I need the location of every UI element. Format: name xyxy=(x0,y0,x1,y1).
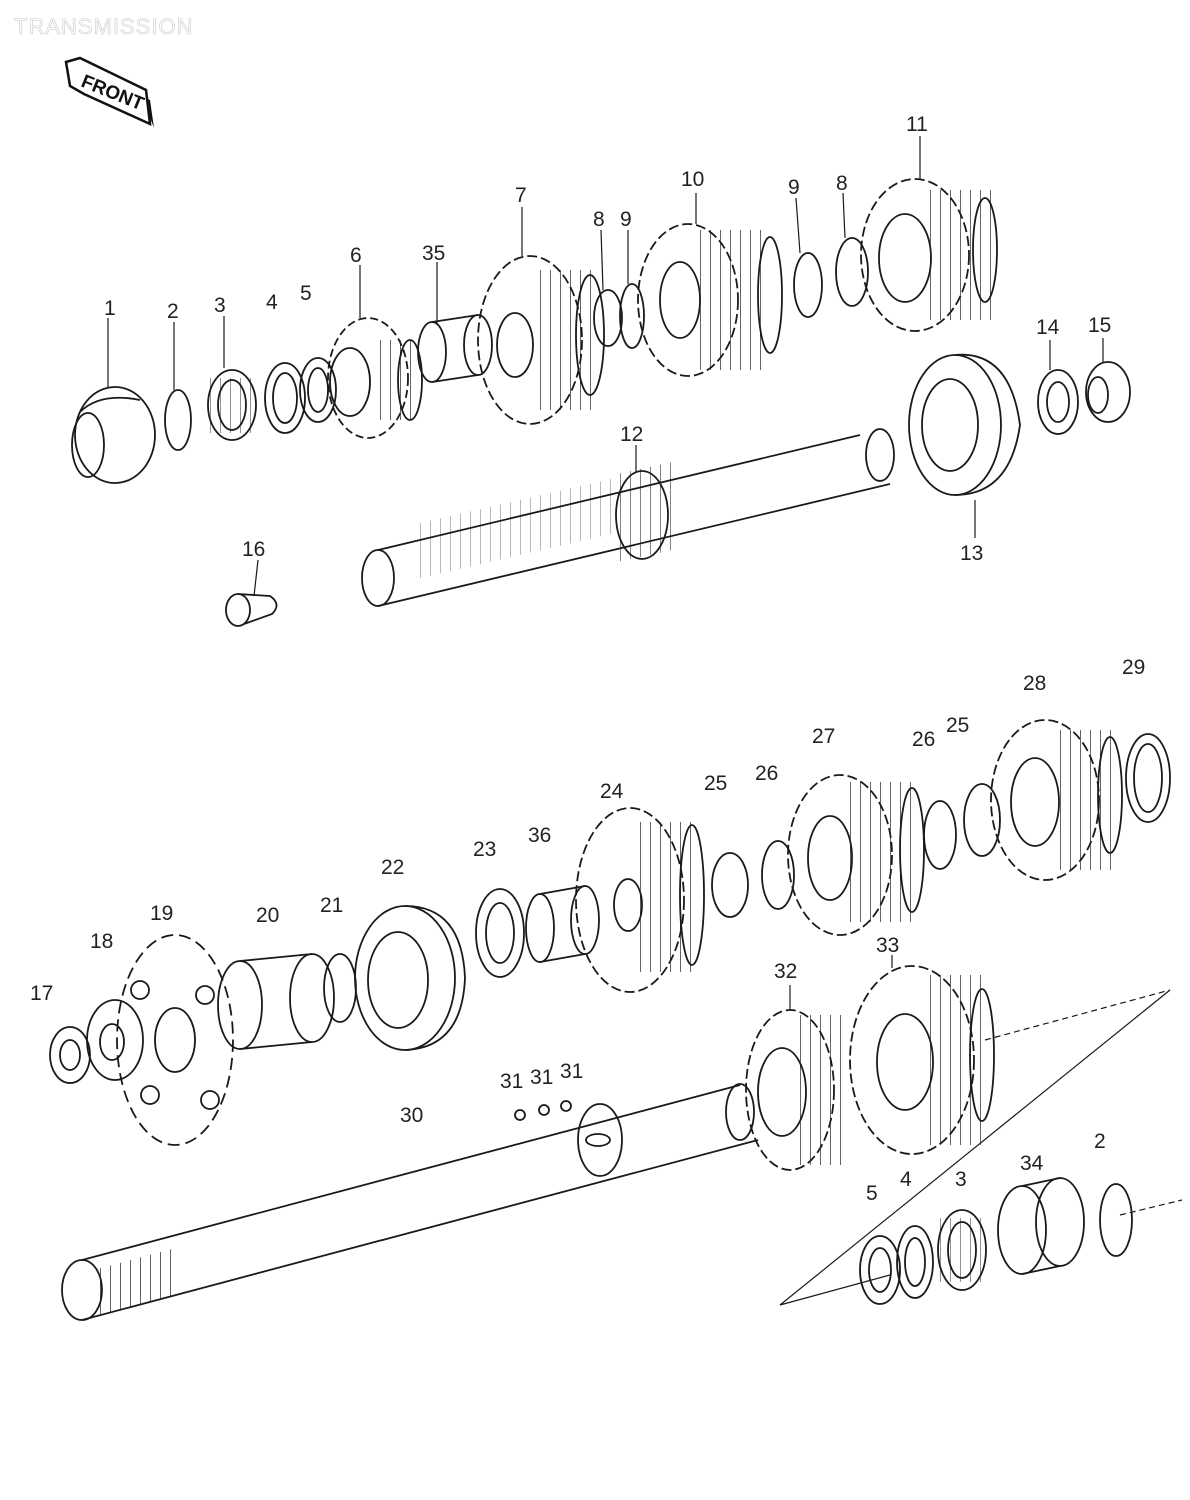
part-15-oil-seal xyxy=(1085,361,1131,423)
callout-5: 5 xyxy=(300,282,312,305)
callout-12: 12 xyxy=(620,423,643,446)
part-23-washer xyxy=(475,888,525,978)
part-2-circlip-b xyxy=(1099,1183,1133,1257)
callout-31c: 31 xyxy=(560,1060,583,1083)
part-10-gear xyxy=(637,223,783,377)
callout-35: 35 xyxy=(422,242,445,265)
callout-13: 13 xyxy=(960,542,983,565)
part-9-clip xyxy=(619,283,645,349)
callout-9: 9 xyxy=(620,208,632,231)
callout-30: 30 xyxy=(400,1104,423,1127)
callout-14: 14 xyxy=(1036,316,1060,339)
part-36-bushing xyxy=(525,885,600,963)
part-5-washer-b xyxy=(859,1235,901,1305)
callout-9b: 9 xyxy=(788,176,800,199)
inset-lines xyxy=(779,989,1183,1306)
callout-34: 34 xyxy=(1020,1152,1044,1175)
part-34-bearing-cup xyxy=(997,1177,1085,1275)
part-25-washer xyxy=(711,852,749,918)
callout-4: 4 xyxy=(266,291,278,314)
part-6-gear xyxy=(327,317,423,439)
part-8-washer-b xyxy=(835,237,869,307)
part-32-gear xyxy=(745,1009,848,1171)
callout-25b: 25 xyxy=(946,714,969,737)
part-16-plug xyxy=(225,593,278,627)
part-31-balls xyxy=(514,1100,572,1121)
part-14-washer xyxy=(1037,369,1079,435)
diagram-title: TRANSMISSION xyxy=(14,14,194,40)
part-29-ring xyxy=(1125,733,1171,823)
part-20-collar xyxy=(217,953,335,1050)
callout-10: 10 xyxy=(681,168,704,191)
part-12-input-shaft xyxy=(361,428,895,607)
part-13-ball-bearing xyxy=(908,353,1021,496)
part-17-nut xyxy=(49,1026,91,1084)
callout-8: 8 xyxy=(593,208,605,231)
part-4-washer-b xyxy=(896,1225,934,1299)
part-11-gear xyxy=(860,178,998,332)
part-4-washer xyxy=(264,362,306,434)
callout-31a: 31 xyxy=(500,1070,523,1093)
part-26-clip-b xyxy=(923,800,957,870)
callout-29: 29 xyxy=(1122,656,1145,679)
callout-19: 19 xyxy=(150,902,173,925)
callout-8b: 8 xyxy=(836,172,848,195)
callout-33: 33 xyxy=(876,934,899,957)
part-18-washer xyxy=(86,999,144,1081)
callout-2b: 2 xyxy=(1094,1130,1106,1153)
callout-21: 21 xyxy=(320,894,343,917)
part-35-bushing xyxy=(417,314,493,383)
callout-5b: 5 xyxy=(866,1182,878,1205)
callout-15: 15 xyxy=(1088,314,1111,337)
part-21-o-ring xyxy=(323,953,357,1023)
callout-27: 27 xyxy=(812,725,835,748)
callout-3b: 3 xyxy=(955,1168,967,1191)
part-3-needle-bearing-b xyxy=(937,1209,987,1291)
part-33-gear xyxy=(849,965,995,1155)
part-7-gear xyxy=(477,255,605,425)
callout-17: 17 xyxy=(30,982,53,1005)
callout-22: 22 xyxy=(381,856,404,879)
callout-26: 26 xyxy=(755,762,778,785)
part-27-gear xyxy=(787,774,925,936)
part-1-bearing-cup xyxy=(71,386,156,484)
callout-20: 20 xyxy=(256,904,279,927)
leader-lines xyxy=(107,136,1104,1010)
part-19-sprocket xyxy=(116,934,234,1146)
part-24-gear xyxy=(575,807,705,993)
callout-1: 1 xyxy=(104,297,116,320)
part-25-washer-b xyxy=(963,783,1001,857)
callout-4b: 4 xyxy=(900,1168,912,1191)
callout-18: 18 xyxy=(90,930,113,953)
callout-2: 2 xyxy=(167,300,179,323)
part-3-needle-bearing xyxy=(207,369,257,441)
callout-7: 7 xyxy=(515,184,527,207)
part-22-ball-bearing xyxy=(354,905,466,1051)
callout-6: 6 xyxy=(350,244,362,267)
callout-16: 16 xyxy=(242,538,265,561)
callout-24: 24 xyxy=(600,780,624,803)
callout-3: 3 xyxy=(214,294,226,317)
callout-28: 28 xyxy=(1023,672,1046,695)
part-30-output-shaft xyxy=(61,1083,759,1321)
callout-26b: 26 xyxy=(912,728,935,751)
callout-31b: 31 xyxy=(530,1066,553,1089)
callout-23: 23 xyxy=(473,838,496,861)
part-9-clip-b xyxy=(793,252,823,318)
part-28-gear xyxy=(990,719,1123,881)
callout-25: 25 xyxy=(704,772,727,795)
part-2-circlip xyxy=(164,389,192,451)
part-26-clip xyxy=(761,840,795,910)
front-badge: FRONT xyxy=(64,56,154,128)
part-8-washer xyxy=(593,289,623,347)
callout-32: 32 xyxy=(774,960,797,983)
callout-11: 11 xyxy=(906,113,928,136)
callout-36: 36 xyxy=(528,824,551,847)
callout-labels: 1 2 3 4 5 6 35 7 8 9 10 9 8 11 14 15 12 … xyxy=(30,113,1145,1205)
